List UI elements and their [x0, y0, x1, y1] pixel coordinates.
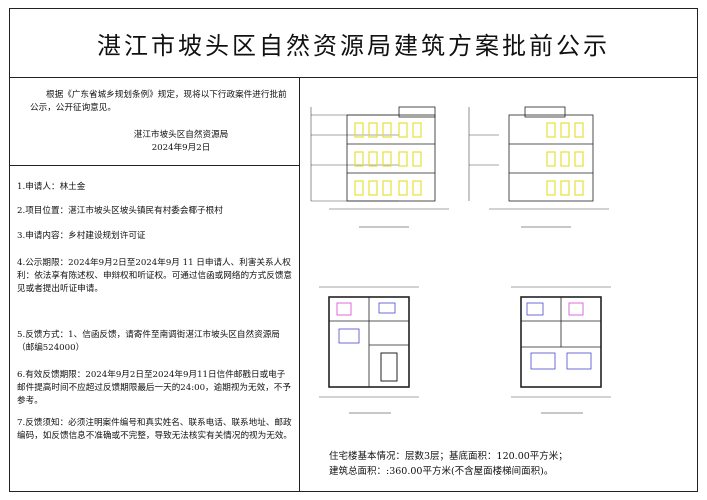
- item-label: 3.申请内容：: [17, 231, 69, 241]
- issue-date: 2024年9月2日: [151, 143, 211, 153]
- item-value: 2024年9月2日至2024年9月11日信件邮戳日或电子邮件提高时间不应超过反馈…: [17, 370, 291, 406]
- item-label: 6.有效反馈期限：: [17, 370, 86, 380]
- architectural-drawings: [310, 106, 611, 414]
- ground-floor-plan: [319, 286, 419, 414]
- upper-floor-plan: [511, 286, 611, 414]
- page-title: 湛江市坡头区自然资源局建筑方案批前公示: [10, 9, 697, 78]
- item-applicant: 1.申请人：林土金: [17, 181, 293, 194]
- summary-line-2: 建筑总面积：:360.00平方米(不含屋面楼梯间面积)。: [329, 466, 554, 477]
- notice-text-panel: 根据《广东省城乡规划条例》规定，现将以下行政案件进行批前公示，公开征询意见。 湛…: [10, 77, 300, 491]
- item-period: 4.公示期限：2024年9月2日至2024年9月 11 日申请人、利害关系人权利…: [17, 257, 293, 296]
- item-label: 5.反馈方式：: [17, 330, 69, 340]
- item-value: 必须注明案件编号和真实姓名、联系电话、联系地址、邮政编码，如反馈信息不准确或不完…: [17, 418, 293, 441]
- item-value: 乡村建设规划许可证: [68, 231, 146, 241]
- item-value: 1、信函反馈，请寄件至南调街湛江市坡头区自然资源局（邮编524000）: [17, 330, 280, 353]
- item-value: 2024年9月2日至2024年9月 11 日申请人、利害关系人权利：依法享有陈述…: [17, 258, 293, 294]
- item-location: 2.项目位置：湛江市坡头区坡头镇民有村委会椰子根村: [17, 205, 293, 218]
- notice-board: 湛江市坡头区自然资源局建筑方案批前公示 根据《广东省城乡规划条例》规定，现将以下…: [9, 8, 698, 492]
- item-label: 2.项目位置：: [17, 206, 69, 216]
- item-feedback-deadline: 6.有效反馈期限：2024年9月2日至2024年9月11日信件邮戳日或电子邮件提…: [17, 369, 293, 408]
- summary-line-1: 住宅楼基本情况：层数3层；基底面积：120.00平方米；: [329, 451, 568, 462]
- item-label: 4.公示期限：: [17, 258, 69, 268]
- building-summary: 住宅楼基本情况：层数3层；基底面积：120.00平方米； 建筑总面积：:360.…: [329, 449, 568, 479]
- drawings-panel: 住宅楼基本情况：层数3层；基底面积：120.00平方米； 建筑总面积：:360.…: [299, 77, 697, 491]
- front-elevation: [310, 106, 449, 228]
- item-feedback-notes: 7.反馈须知：必须注明案件编号和真实姓名、联系电话、联系地址、邮政编码，如反馈信…: [17, 417, 293, 443]
- signature-block: 湛江市坡头区自然资源局 2024年9月2日: [126, 129, 236, 155]
- item-label: 1.申请人: [17, 182, 51, 192]
- intro-paragraph: 根据《广东省城乡规划条例》规定，现将以下行政案件进行批前公示，公开征询意见。: [30, 90, 287, 113]
- item-label: 7.反馈须知：: [17, 418, 69, 428]
- side-elevation: [468, 106, 609, 228]
- issuer-name: 湛江市坡头区自然资源局: [133, 130, 229, 140]
- item-value: 湛江市坡头区坡头镇民有村委会椰子根村: [68, 206, 223, 216]
- item-value: ：林土金: [50, 182, 86, 192]
- item-content: 3.申请内容：乡村建设规划许可证: [17, 230, 293, 243]
- intro-block: 根据《广东省城乡规划条例》规定，现将以下行政案件进行批前公示，公开征询意见。: [30, 89, 292, 115]
- divider: [10, 165, 299, 166]
- item-feedback-method: 5.反馈方式：1、信函反馈，请寄件至南调街湛江市坡头区自然资源局（邮编52400…: [17, 329, 293, 355]
